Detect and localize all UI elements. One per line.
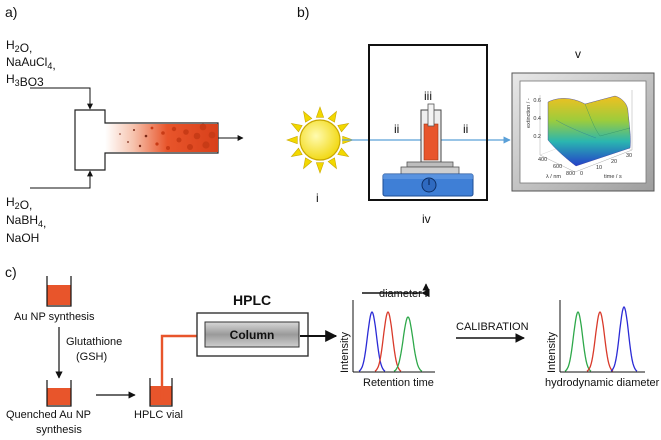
sun-icon [286,106,354,174]
label-ii-right: ii [463,122,468,136]
top-reagent-2: NaAuCl4, [6,55,56,72]
plot-ytick-3: 0.2 [533,134,541,140]
plot-xlabel-time: time / s [604,174,622,180]
nanoparticle-dot [208,131,216,139]
sun-ray [315,162,325,174]
bottom-inlet-arrow [30,170,93,189]
plot-ttick-20: 20 [611,159,617,165]
chromatogram-peak [564,310,592,372]
label-iv: iv [422,212,431,226]
label-ii-left: ii [394,122,399,136]
hplc-column [204,321,300,348]
top-reagent-3: H3BO3 [6,72,44,89]
panel-label-c: c) [5,264,17,280]
label-retention-time: Retention time [363,377,434,389]
label-glutathione: Glutathione [66,336,122,348]
sun-ray [290,123,303,133]
cuvette [420,103,442,163]
nanoparticle-dot [155,142,159,146]
nanoparticle-dot [161,131,165,135]
nanoparticle-dot [202,141,210,149]
label-iii: iii [424,89,432,103]
quenched-beaker-icon [46,380,72,407]
enclosure [368,44,488,201]
nanoparticle-dot [150,126,154,130]
plot-ylabel: extinction / - [526,98,532,128]
chromatogram-retention: diameter Intensity Retention time [339,283,435,389]
chromatogram-peak [610,305,638,372]
sun-ray [315,106,325,118]
label-intensity-2: Intensity [546,332,558,373]
extinction-surface [547,95,631,167]
top-inlet-arrow [30,87,93,110]
plot-ytick-1: 0.6 [533,98,541,104]
chromatogram-peak [358,310,386,372]
plot-ytick-2: 0.4 [533,116,541,122]
bottom-reagent-3: NaOH [6,231,39,245]
label-quenched-2: synthesis [36,424,82,436]
panel-c: Au NP synthesis Glutathione (GSH) Quench… [6,276,660,436]
chromatogram-peak [586,310,614,372]
spectra-plot-window: 0.6 0.4 0.2 extinction / - 400 600 800 λ… [511,72,655,192]
label-gsh: (GSH) [76,351,107,363]
nanoparticle-dot [187,144,193,150]
nanoparticle-dot [144,134,148,138]
plot-xtick-800: 800 [566,171,575,177]
label-calibration: CALIBRATION [456,321,529,333]
label-hplc: HPLC [233,292,271,308]
panel-label-a: a) [5,4,17,20]
nanoparticle-dot [199,123,207,131]
top-reagent-1: H2O, [6,38,32,55]
plot-ttick-10: 10 [596,165,602,171]
sun-ray [337,123,350,133]
plot-ttick-30: 30 [626,153,632,159]
nanoparticle-dot [166,146,170,150]
plot-xtick-400: 400 [538,157,547,163]
nanoparticle-dot [119,133,121,135]
chromatogram-peak [374,310,402,372]
sun-ray [303,157,313,170]
nanoparticle-dot [127,141,129,143]
label-hydrodynamic: hydrodynamic diameter [545,377,660,389]
nanoparticle-dots [119,123,216,150]
panel-label-b: b) [297,4,309,20]
panel-a: H2O, NaAuCl4, H3BO3 H2O, NaBH4, NaOH [6,38,244,245]
label-quenched-1: Quenched Au NP [6,409,91,421]
nanoparticle-dot [138,144,142,148]
nanoparticle-dot [183,129,189,135]
plot-ttick-0: 0 [580,171,583,177]
panel-b: i ii ii iii iv v [286,44,655,226]
nanoparticle-dot [133,129,135,131]
plot-xtick-600: 600 [553,164,562,170]
nanoparticle-dot [176,137,182,143]
label-diameter: diameter [379,288,422,300]
plot-xlabel-lambda: λ / nm [546,174,561,180]
label-synthesis: Au NP synthesis [14,311,95,323]
label-column: Column [230,328,275,342]
label-i: i [316,191,319,205]
magnetic-stirrer [382,161,474,197]
nanoparticle-dot [171,126,177,132]
sun-ray [286,135,298,145]
chromatogram-hydrodynamic: Intensity hydrodynamic diameter [545,300,660,389]
sun-ray [290,147,303,157]
sun-ray [337,147,350,157]
label-v: v [575,47,581,61]
sun-ray [327,157,337,170]
label-hplc-vial: HPLC vial [134,409,183,421]
capillary-tube [160,334,205,400]
chromatogram-peak [393,316,423,372]
bottom-reagent-1: H2O, [6,195,32,212]
synthesis-beaker-icon [46,276,72,307]
sun-ray [327,110,337,123]
nanoparticle-dot [193,132,201,140]
sun-ray [303,110,313,123]
bottom-reagent-2: NaBH4, [6,213,46,230]
label-intensity-1: Intensity [339,332,351,373]
